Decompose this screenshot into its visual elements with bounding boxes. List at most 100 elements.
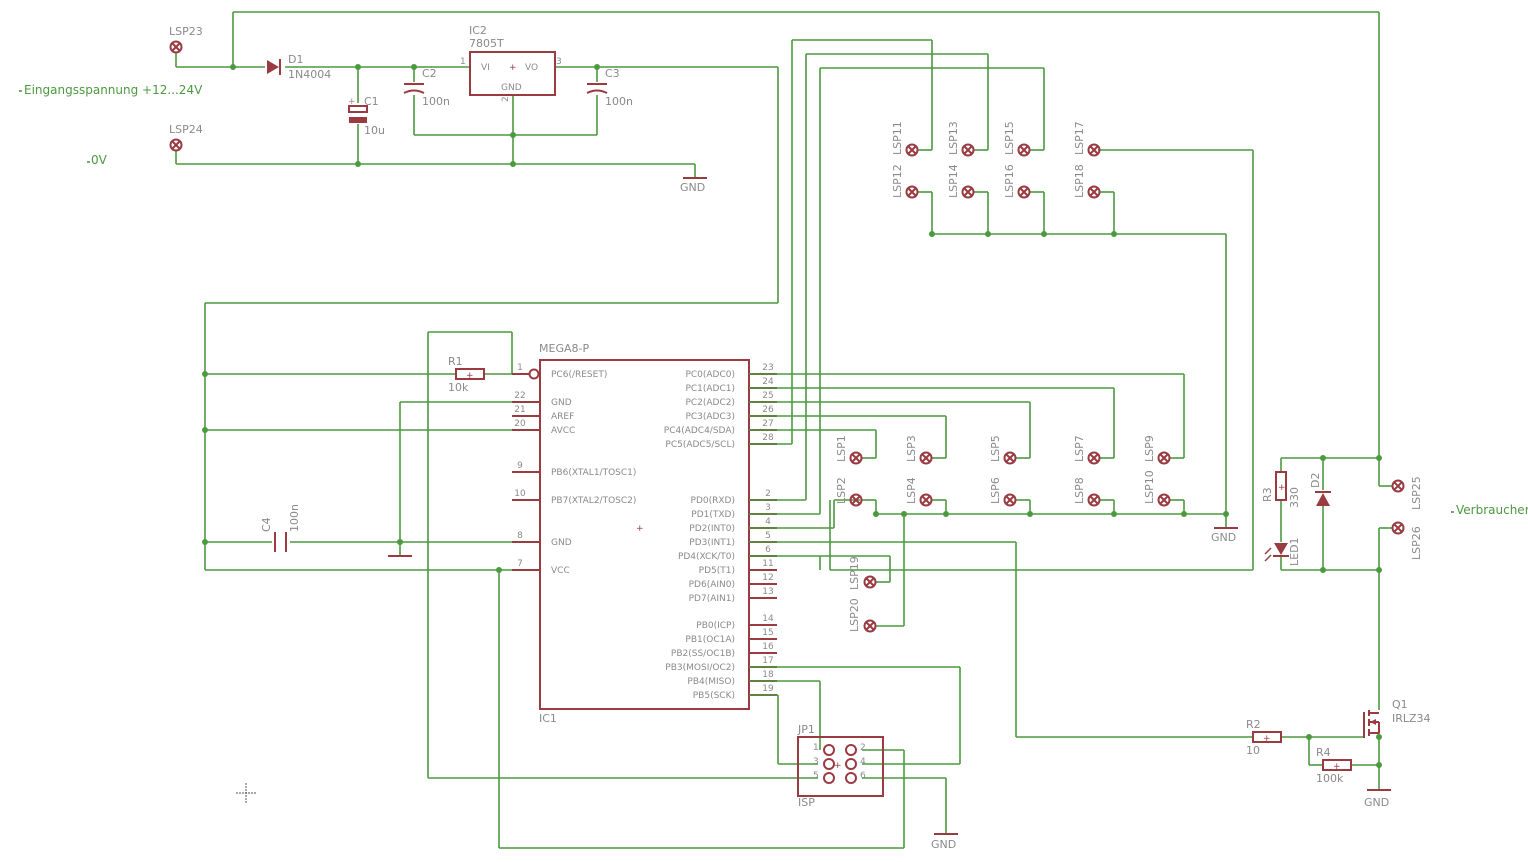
ic1-pin-name: PD0(RXD) (691, 496, 735, 506)
ic1-pin-number: 13 (762, 587, 773, 597)
ic1-pin-number: 16 (762, 642, 774, 652)
pad-icon[interactable] (1157, 451, 1171, 465)
svg-text:2: 2 (501, 96, 511, 102)
ic1-pin-number: 24 (762, 377, 774, 387)
pad-icon[interactable] (1017, 143, 1031, 157)
lsp19-pad[interactable] (863, 575, 877, 589)
ic1-pin-name: PB2(SS/OC1B) (671, 649, 735, 659)
pad-label: LSP9 (1143, 435, 1156, 462)
lsp23-pad[interactable] (169, 40, 183, 54)
r1-value: 10k (448, 381, 469, 394)
led1-label: LED1 (1288, 537, 1301, 566)
ic1-pin-number: 26 (762, 405, 774, 415)
ic1-pin-number: 4 (765, 517, 771, 527)
pad-label: LSP11 (891, 121, 904, 155)
svg-text:+: + (348, 97, 356, 107)
r4-value: 100k (1316, 772, 1344, 785)
lsp20-label: LSP20 (848, 598, 861, 632)
ic1-pin-number: 18 (762, 670, 774, 680)
pad-icon[interactable] (1017, 185, 1031, 199)
r4-label: R4 (1316, 746, 1331, 759)
pad-icon[interactable] (1003, 451, 1017, 465)
lsp24-pad[interactable] (169, 138, 183, 152)
pad-icon[interactable] (905, 185, 919, 199)
power-wires (175, 11, 1380, 570)
lsp26-pad[interactable] (1391, 521, 1405, 535)
capacitor-c3 (586, 83, 608, 94)
svg-text:5: 5 (813, 771, 819, 781)
ic1-pin-name: PD7(AIN1) (689, 594, 735, 604)
ic1-right-wiring (749, 39, 1364, 848)
resistor-r4: + (1322, 759, 1352, 772)
resistor-r1: + (455, 368, 485, 381)
jp1-value: ISP (798, 796, 815, 809)
r3-label: R3 (1261, 487, 1274, 502)
ic1-pin-number: 12 (762, 573, 773, 583)
ic1-pin-name: PC5(ADC5/SCL) (665, 440, 735, 450)
pad-label: LSP8 (1073, 477, 1086, 504)
pad-icon[interactable] (961, 143, 975, 157)
lsp25-pad[interactable] (1391, 479, 1405, 493)
pad-icon[interactable] (1087, 451, 1101, 465)
svg-text:+: + (834, 761, 842, 771)
gnd-label-output: GND (1364, 796, 1389, 809)
power-supply: LSP23 LSP24 Eingangsspannung +12...24V 0… (19, 24, 708, 194)
mid-pad-grid: LSP1LSP2LSP3LSP4LSP5LSP6LSP7LSP8LSP9LSP1… (835, 435, 1229, 517)
pad-icon[interactable] (1087, 493, 1101, 507)
pad-icon[interactable] (919, 493, 933, 507)
c4-value: 100n (288, 504, 301, 532)
svg-text:1: 1 (460, 57, 466, 67)
c1-label: C1 (364, 95, 379, 108)
ic1-pin-number: 27 (762, 419, 773, 429)
ic1-ref: IC1 (539, 712, 557, 725)
pad-icon[interactable] (961, 185, 975, 199)
pad-label: LSP7 (1073, 435, 1086, 462)
q1-label: Q1 (1392, 698, 1408, 711)
lsp23-label: LSP23 (169, 25, 203, 38)
pad-icon[interactable] (1157, 493, 1171, 507)
ic1-pin-name: PB4(MISO) (687, 677, 735, 687)
lsp20-pad[interactable] (863, 619, 877, 633)
ic1-pin-name: PD1(TXD) (691, 510, 735, 520)
ic1-pin-name: PD4(XCK/T0) (678, 552, 735, 562)
svg-text:+: + (1278, 483, 1286, 493)
ic1-pin-number: 9 (517, 461, 523, 471)
pad-icon[interactable] (905, 143, 919, 157)
pad-icon[interactable] (1087, 143, 1101, 157)
ic1-mega8: + (528, 359, 750, 710)
pad-icon[interactable] (919, 451, 933, 465)
ic1-pin-name: GND (551, 538, 572, 548)
ic1-pin-number: 3 (765, 503, 771, 513)
pad-icon[interactable] (849, 451, 863, 465)
ic1-pin-name: PD2(INT0) (689, 524, 735, 534)
svg-text:2: 2 (860, 743, 866, 753)
gnd-label-isp: GND (931, 838, 956, 851)
pad-icon[interactable] (1003, 493, 1017, 507)
svg-text:+: + (509, 63, 517, 73)
pad-icon[interactable] (1087, 185, 1101, 199)
svg-text:VO: VO (525, 63, 538, 73)
ic1-pin-name: PB0(ICP) (696, 621, 735, 631)
ic1-pin-number: 5 (765, 531, 771, 541)
pad-label: LSP6 (989, 477, 1002, 504)
output-stage-wiring (1280, 457, 1454, 790)
pad-label: LSP1 (835, 435, 848, 462)
c3-value: 100n (605, 95, 633, 108)
ic1-pin-number: 23 (762, 363, 773, 373)
resistor-r3: + (1275, 471, 1287, 501)
svg-text:6: 6 (860, 771, 866, 781)
junctions-power (230, 64, 600, 167)
capacitor-c2 (403, 83, 425, 94)
ic1-pin-name: AREF (551, 412, 574, 422)
c4-label: C4 (260, 517, 273, 532)
svg-text:1: 1 (813, 743, 819, 753)
gnd-label-grid: GND (1211, 531, 1236, 544)
ic1-pin-name: PB5(SCK) (693, 691, 735, 701)
c1-value: 10u (364, 124, 385, 137)
ic1-pin-number: 19 (762, 684, 774, 694)
ic1-left-pins: 1PC6(/RESET)22GND21AREF20AVCC9PB6(XTAL1/… (512, 363, 636, 576)
r1-label: R1 (448, 355, 463, 368)
svg-text:4: 4 (860, 757, 866, 767)
